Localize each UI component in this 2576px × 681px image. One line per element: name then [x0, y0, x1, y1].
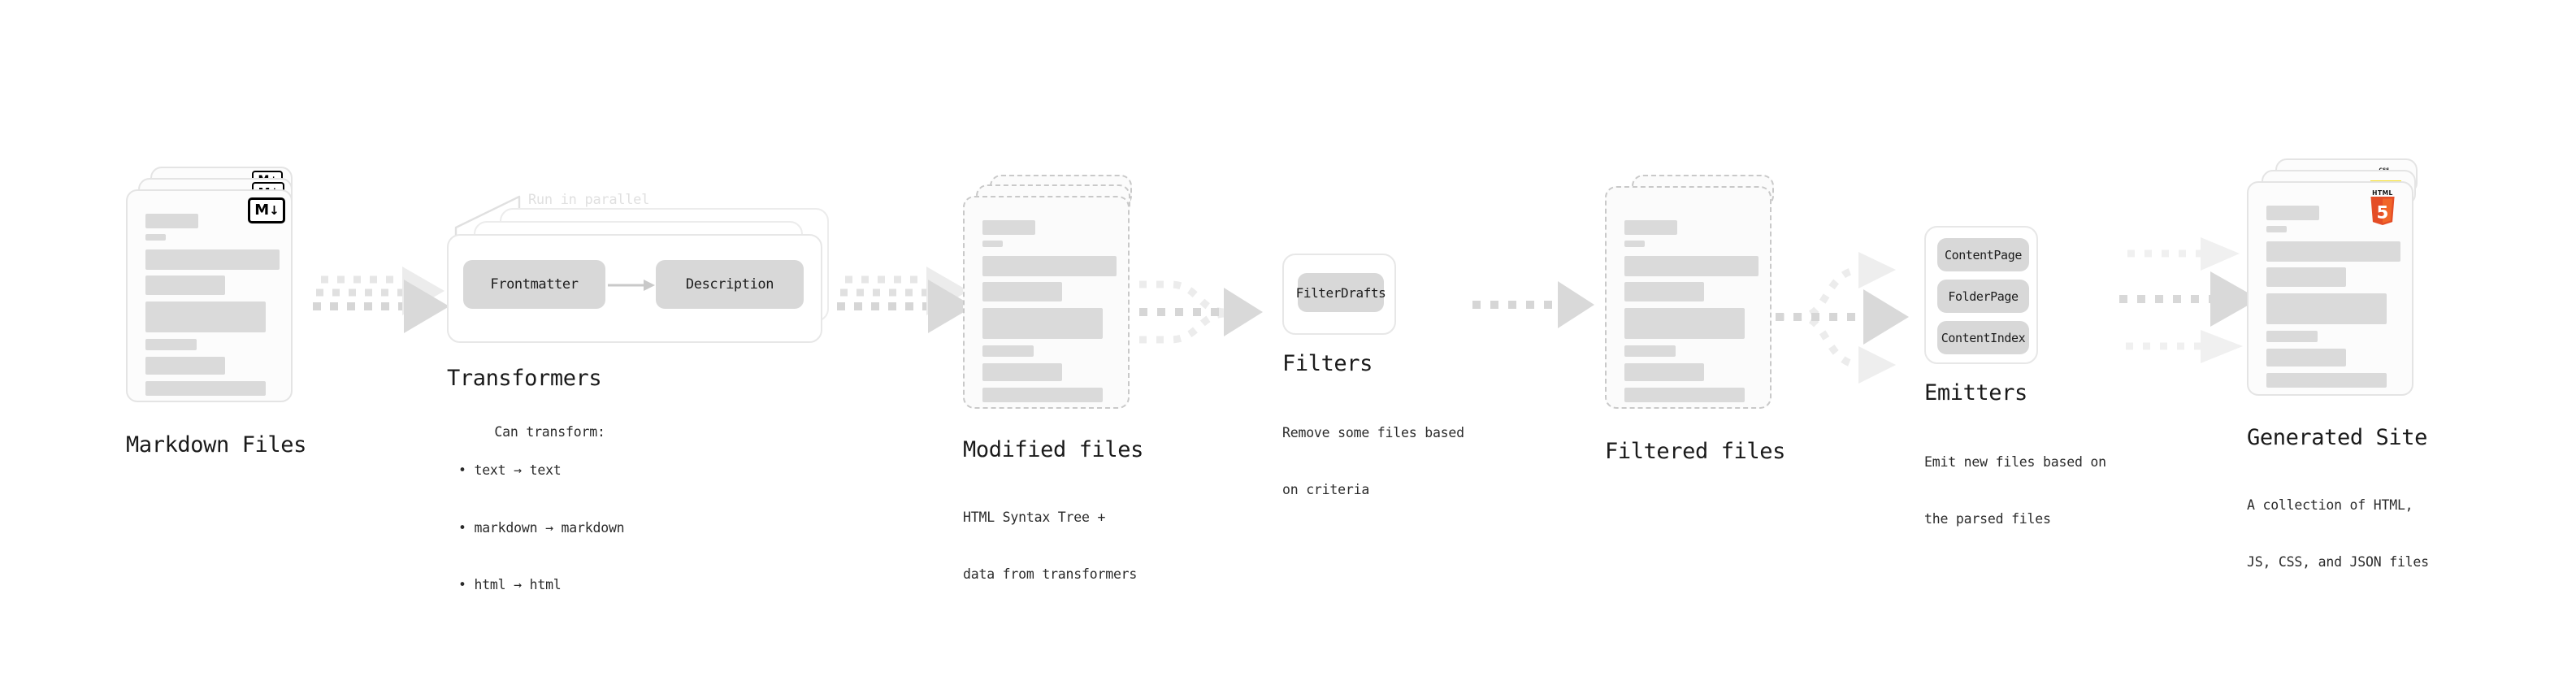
skeleton-bar — [982, 308, 1103, 339]
arrow-transformers-to-modified — [837, 267, 979, 349]
skeleton-bar — [145, 357, 225, 375]
stage-title-generated-site: Generated Site — [2247, 425, 2427, 450]
transformers-bullet-2: • html → html — [458, 576, 562, 592]
filter-pill-filterdrafts[interactable]: FilterDrafts — [1296, 273, 1386, 312]
generated-site-stack: CSS HTML — [2247, 158, 2442, 410]
html5-icon: HTML 5 — [2367, 189, 2398, 225]
transformers-bullet-0: • text → text — [458, 462, 562, 479]
emitter-pill-folderpage[interactable]: FolderPage — [1937, 280, 2029, 313]
skeleton-bar — [982, 388, 1103, 402]
transformer-card-front: Frontmatter Description — [447, 234, 822, 343]
skeleton-bar — [2266, 267, 2346, 287]
arrow-filters-to-filtered — [1472, 281, 1594, 332]
transformer-card-stack: Frontmatter Description — [447, 189, 837, 351]
svg-text:5: 5 — [2377, 202, 2389, 223]
stage-title-emitters: Emitters — [1924, 380, 2027, 406]
markdown-icon-front: M↓ — [248, 197, 285, 223]
skeleton-bar — [982, 220, 1035, 235]
skeleton-bar — [1624, 308, 1745, 339]
skeleton-bar — [1624, 256, 1759, 276]
stage-modified-files: Modified files HTML Syntax Tree + data f… — [963, 175, 1150, 582]
skeleton-bar — [1624, 363, 1704, 381]
skeleton-bar — [2266, 206, 2319, 220]
stage-title-markdown-files: Markdown Files — [126, 432, 306, 458]
skeleton-bar — [982, 345, 1034, 357]
transformers-description: Can transform: — [494, 424, 605, 440]
skeleton-bar — [145, 339, 197, 350]
emitters-desc-1: the parsed files — [1924, 511, 2051, 527]
modified-files-desc-1: data from transformers — [963, 566, 1138, 583]
skeleton-bar — [1624, 388, 1745, 402]
skeleton-bar — [982, 363, 1062, 381]
modified-files-desc-0: HTML Syntax Tree + — [963, 509, 1106, 525]
emitters-box: ContentPage FolderPage ContentIndex — [1924, 226, 2038, 364]
skeleton-bar — [982, 282, 1062, 301]
emitter-pill-contentpage[interactable]: ContentPage — [1937, 238, 2029, 271]
modified-file-stack — [963, 175, 1150, 419]
markdown-arrow: ↓ — [269, 202, 280, 218]
transformer-pill-description[interactable]: Description — [656, 260, 804, 309]
run-in-parallel-label: Run in parallel — [528, 192, 650, 208]
arrow-filtered-to-emitters — [1776, 244, 1930, 384]
skeleton-bar — [2266, 349, 2346, 367]
stage-filtered-files: Filtered files — [1605, 175, 1792, 464]
markdown-file-stack: M↓ M↓ M↓ — [126, 167, 313, 419]
skeleton-bar — [1624, 282, 1704, 301]
transformers-bullet-1: • markdown → markdown — [458, 519, 625, 536]
arrow-markdown-to-transformers — [313, 267, 455, 349]
filters-desc-1: on criteria — [1282, 482, 1370, 498]
transformer-pill-frontmatter[interactable]: Frontmatter — [463, 260, 605, 309]
stage-title-modified-files: Modified files — [963, 437, 1143, 462]
skeleton-bar — [145, 214, 198, 228]
skeleton-bar — [145, 301, 266, 332]
stage-title-transformers: Transformers — [447, 366, 602, 391]
emitters-desc-0: Emit new files based on — [1924, 453, 2106, 470]
stage-title-filters: Filters — [1282, 351, 1373, 376]
emitter-pill-contentindex[interactable]: ContentIndex — [1937, 321, 2029, 354]
stage-generated-site: CSS HTML — [2247, 158, 2442, 570]
arrow-modified-to-filters — [1139, 252, 1286, 374]
arrow-emitters-to-site — [2119, 236, 2282, 366]
skeleton-bar — [982, 256, 1117, 276]
skeleton-bar — [2266, 331, 2318, 342]
skeleton-bar — [145, 381, 266, 396]
skeleton-bar — [145, 249, 280, 270]
skeleton-bar — [2266, 241, 2400, 262]
stage-title-filtered-files: Filtered files — [1605, 439, 1785, 464]
filters-desc-0: Remove some files based — [1282, 424, 1464, 440]
filtered-file-stack — [1605, 175, 1792, 419]
markdown-letter: M — [254, 202, 269, 219]
skeleton-bar — [1624, 241, 1645, 247]
skeleton-bar — [2266, 293, 2387, 324]
filters-box: FilterDrafts — [1282, 254, 1396, 335]
skeleton-bar — [2266, 373, 2387, 388]
skeleton-bar — [145, 234, 166, 241]
skeleton-bar — [1624, 345, 1676, 357]
stage-markdown-files: M↓ M↓ M↓ Markdown Files — [126, 167, 313, 458]
skeleton-bar — [1624, 220, 1677, 235]
document-card-front — [963, 196, 1130, 409]
html5-label: HTML — [2372, 189, 2393, 197]
document-card-front — [1605, 186, 1772, 409]
generated-site-desc-1: JS, CSS, and JSON files — [2247, 554, 2429, 570]
skeleton-bar — [145, 275, 225, 295]
skeleton-bar — [2266, 226, 2287, 232]
generated-site-desc-0: A collection of HTML, — [2247, 497, 2413, 513]
skeleton-bar — [982, 241, 1003, 247]
document-card-front — [126, 189, 293, 402]
